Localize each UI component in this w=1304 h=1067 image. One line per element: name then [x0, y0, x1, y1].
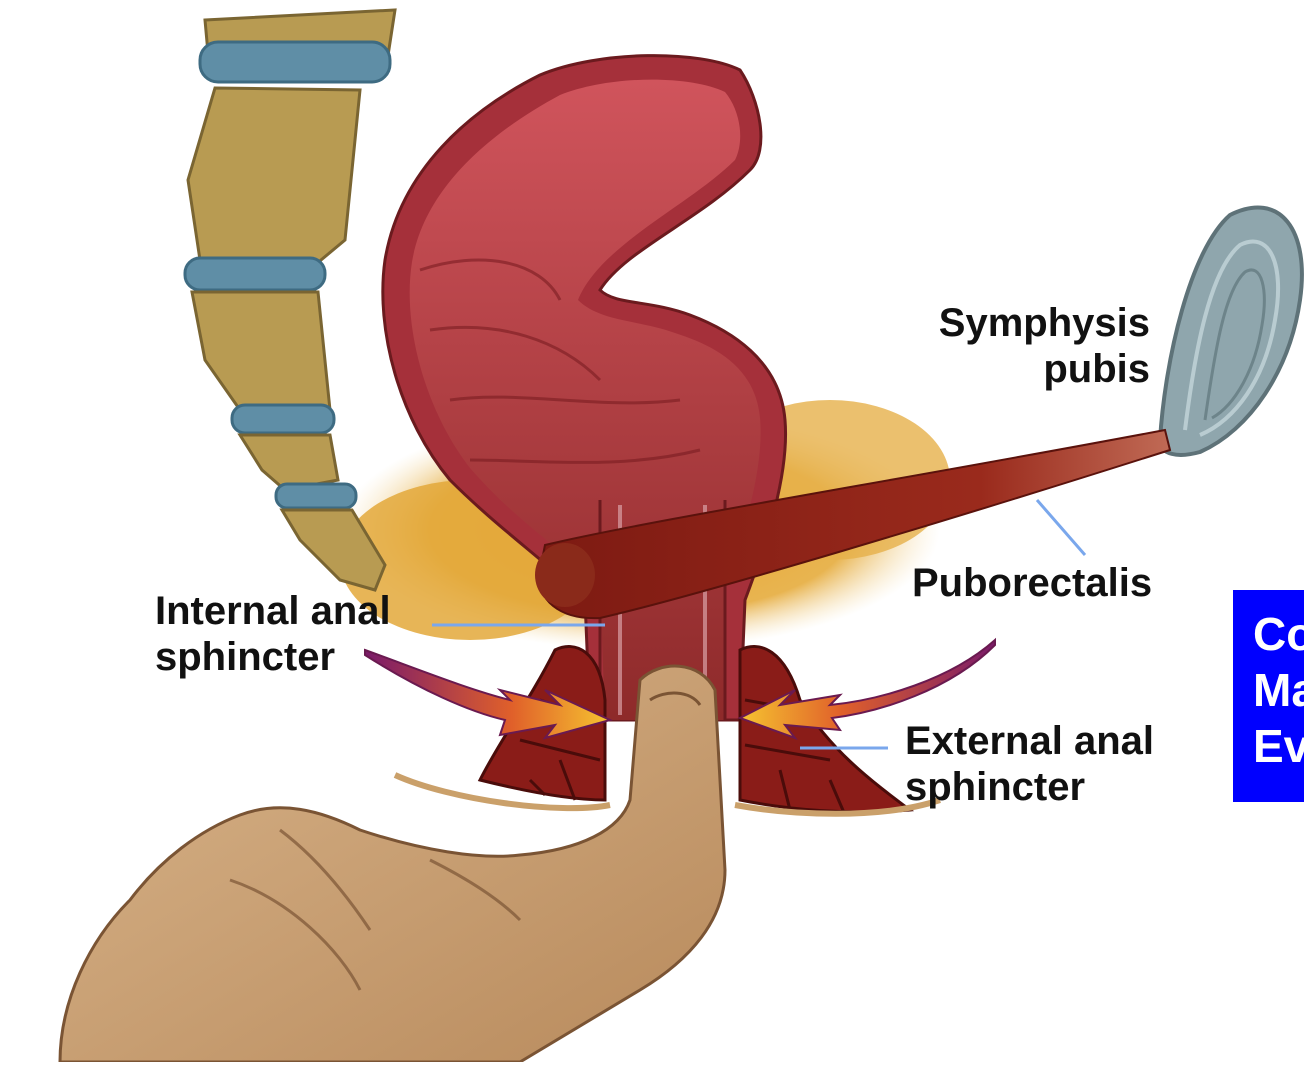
label-symphysis-line2: pubis: [915, 346, 1150, 392]
label-external-line1: External anal: [905, 718, 1154, 764]
label-symphysis-pubis: Symphysis pubis: [915, 300, 1150, 392]
label-puborectalis: Puborectalis: [912, 560, 1152, 606]
box-line-3: Ev: [1233, 718, 1304, 774]
cropped-title-box: Co Ma Ev: [1233, 590, 1304, 802]
examining-hand: [60, 666, 725, 1062]
symphysis-pubis-bone: [1160, 208, 1302, 455]
box-line-1: Co: [1233, 606, 1304, 662]
label-internal-line2: sphincter: [155, 634, 391, 680]
label-internal-anal-sphincter: Internal anal sphincter: [155, 588, 391, 680]
label-external-line2: sphincter: [905, 764, 1154, 810]
label-external-anal-sphincter: External anal sphincter: [905, 718, 1154, 810]
label-internal-line1: Internal anal: [155, 588, 391, 634]
label-symphysis-line1: Symphysis: [915, 300, 1150, 346]
box-line-2: Ma: [1233, 662, 1304, 718]
